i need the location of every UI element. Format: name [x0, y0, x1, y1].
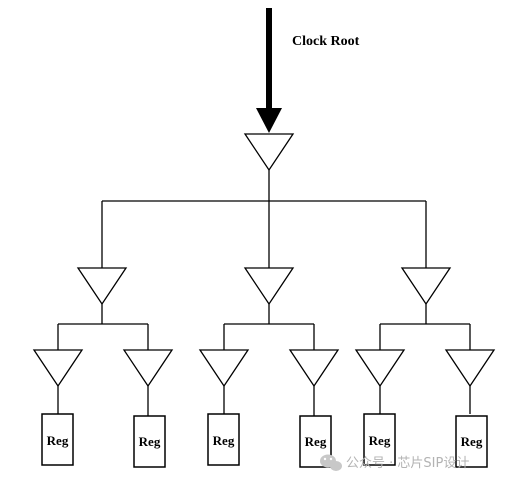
register-label: Reg — [461, 434, 483, 449]
leaf-wires — [57, 386, 471, 416]
clock-root-arrow — [256, 8, 282, 133]
register-6: Reg — [455, 415, 488, 468]
register-label: Reg — [213, 433, 235, 448]
level1-buffer-left — [76, 267, 128, 306]
level2-wires — [57, 304, 471, 350]
leaf-buffer-3 — [198, 349, 250, 388]
wechat-icon — [320, 454, 342, 471]
register-label: Reg — [47, 433, 69, 448]
leaf-buffer-6 — [444, 349, 496, 388]
watermark: 公众号 · 芯片SIP设计 — [320, 454, 469, 471]
register-3: Reg — [207, 413, 240, 466]
level1-buffer-right — [400, 267, 452, 306]
register-1: Reg — [41, 413, 74, 466]
leaf-buffer-2 — [122, 349, 174, 388]
leaf-buffer-1 — [32, 349, 84, 388]
root-buffer — [243, 133, 295, 172]
level1-buffer-middle — [243, 267, 295, 306]
register-label: Reg — [305, 434, 327, 449]
register-5: Reg — [363, 413, 396, 466]
register-label: Reg — [139, 434, 161, 449]
leaf-buffer-4 — [288, 349, 340, 388]
level1-wires — [101, 170, 427, 268]
watermark-text: 公众号 · 芯片SIP设计 — [346, 456, 469, 471]
register-label: Reg — [369, 433, 391, 448]
register-2: Reg — [133, 415, 166, 468]
clock-root-label: Clock Root — [292, 34, 360, 49]
leaf-buffer-5 — [354, 349, 406, 388]
